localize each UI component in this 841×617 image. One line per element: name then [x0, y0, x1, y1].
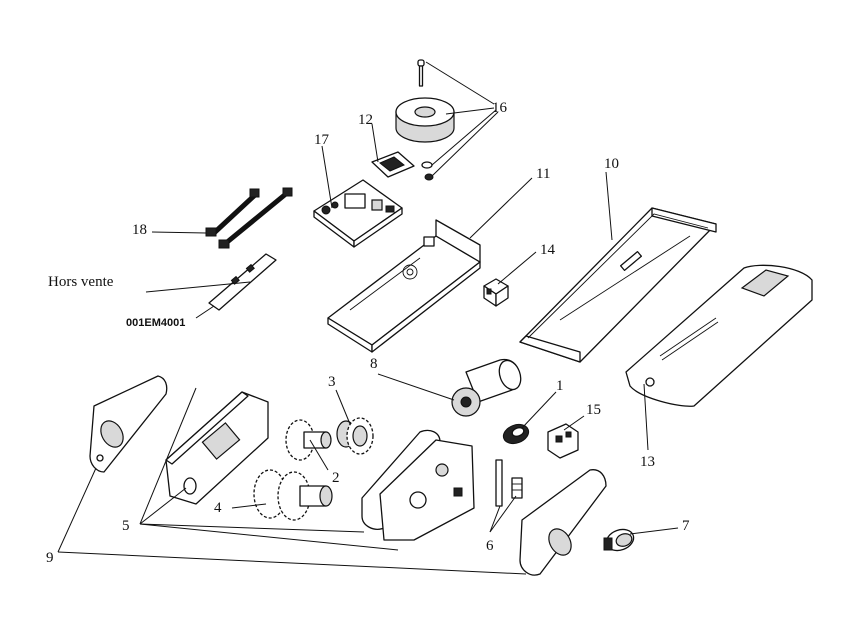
- part-16-screw: [417, 59, 425, 87]
- part-5-housing-plate: [361, 429, 475, 541]
- part-5-housing-left: [165, 391, 269, 505]
- callout-4: 4: [214, 500, 222, 516]
- part-10-housing-tray: [519, 207, 717, 363]
- part-3-gear: [336, 417, 374, 455]
- part-15-bracket: [547, 423, 579, 459]
- part-9-end-cap-left: [89, 375, 168, 473]
- part-4-double-gear: [253, 469, 333, 521]
- callout-5: 5: [122, 518, 130, 534]
- callout-10: 10: [604, 156, 619, 172]
- part-16-washers: [421, 161, 434, 181]
- part-7-clamp: [603, 528, 635, 552]
- part-17-pcb: [313, 179, 403, 248]
- leader-lines: [57, 61, 679, 575]
- part-14-connector: [483, 278, 509, 307]
- callout-2: 2: [332, 470, 340, 486]
- callout-1: 1: [556, 378, 564, 394]
- hors-vente-label: Hors vente: [48, 274, 114, 290]
- callout-13: 13: [640, 454, 655, 470]
- callout-15: 15: [586, 402, 601, 418]
- callout-9: 9: [46, 550, 54, 566]
- callout-11: 11: [536, 166, 550, 182]
- part-11-chassis: [327, 219, 481, 353]
- part-16-toroid: [395, 97, 455, 143]
- callout-8: 8: [370, 356, 378, 372]
- callout-6: 6: [486, 538, 494, 554]
- part-code-label: 001EM4001: [126, 317, 185, 329]
- callout-17: 17: [314, 132, 330, 148]
- part-6-shaft: [495, 459, 523, 507]
- callout-7: 7: [682, 518, 690, 534]
- callout-3: 3: [328, 374, 336, 390]
- callout-14: 14: [540, 242, 556, 258]
- part-13-cover: [625, 264, 813, 407]
- part-2-gear: [285, 419, 332, 461]
- part-18-cables: [205, 187, 293, 249]
- callout-18: 18: [132, 222, 147, 238]
- callout-12: 12: [358, 112, 373, 128]
- part-12-small-board: [371, 151, 415, 178]
- callout-16: 16: [492, 100, 508, 116]
- part-8-motor: [451, 358, 522, 417]
- part-9-end-cap-right: [519, 469, 607, 576]
- part-strip-board: [208, 253, 277, 311]
- part-1-clip: [502, 423, 530, 445]
